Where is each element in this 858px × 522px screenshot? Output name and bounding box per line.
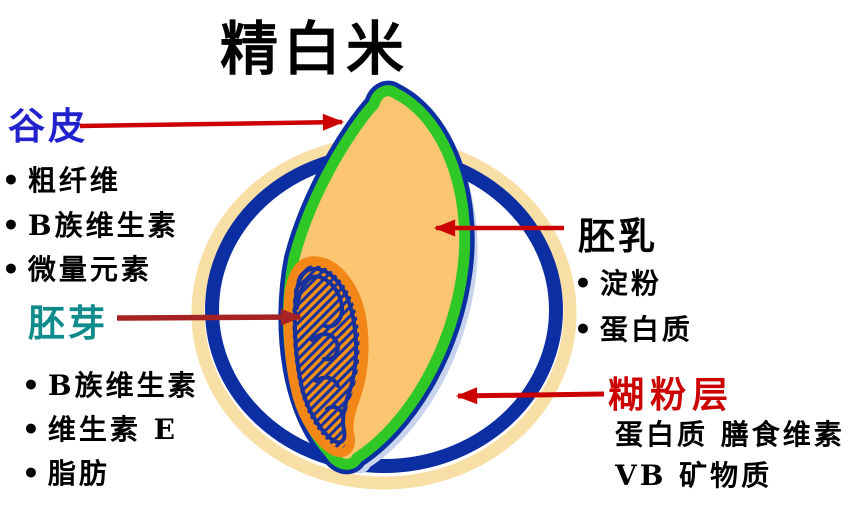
bullet-dot: •	[22, 369, 43, 402]
bullet-dot: •	[2, 209, 23, 242]
list-item-text: B族维生素	[27, 209, 179, 242]
hufenceng-nutrients-line-2: VB 矿物质	[615, 459, 773, 492]
list-item-text: 蛋白质	[599, 313, 693, 346]
list-item-text: 粗纤维	[27, 164, 121, 197]
bullet-dot: •	[2, 253, 23, 286]
list-item-text: 微量元素	[27, 253, 152, 286]
bullet-dot: •	[22, 413, 43, 446]
list-item-text: 维生素 E	[47, 413, 178, 446]
list-item-text: 脂肪	[47, 457, 110, 490]
list-item-peiru-1: •淀粉	[574, 262, 662, 302]
label-hufenceng-aleurone: 糊粉层	[608, 374, 735, 416]
hufenceng-nutrients-line-1: 蛋白质 膳食维素	[615, 418, 845, 451]
bullet-dot: •	[574, 267, 595, 300]
bullet-dot: •	[22, 457, 43, 490]
list-item-gupi-2: •B族维生素	[2, 204, 179, 244]
bullet-dot: •	[574, 313, 595, 346]
embryo-internal-lines	[295, 274, 345, 415]
list-item-text: 淀粉	[599, 267, 662, 300]
page-title: 精白米	[220, 15, 410, 83]
bullet-dot: •	[2, 164, 23, 197]
arrow-gupi-bran	[79, 113, 345, 131]
label-gupi-bran: 谷皮	[8, 104, 88, 148]
label-peiya-germ: 胚芽	[28, 301, 108, 345]
list-item-gupi-3: •微量元素	[2, 248, 152, 288]
list-item-peiya-2: •维生素 E	[22, 408, 178, 448]
list-item-peiya-3: •脂肪	[22, 452, 110, 492]
list-item-text: B族维生素	[47, 369, 199, 402]
label-peiru-endosperm: 胚乳	[578, 214, 658, 258]
arrow-hufenceng-aleurone	[455, 387, 605, 405]
list-item-peiya-1: •B族维生素	[22, 364, 199, 404]
list-item-peiru-2: •蛋白质	[574, 308, 693, 348]
list-item-gupi-1: •粗纤维	[2, 159, 121, 199]
arrow-peiya-germ	[116, 308, 303, 326]
